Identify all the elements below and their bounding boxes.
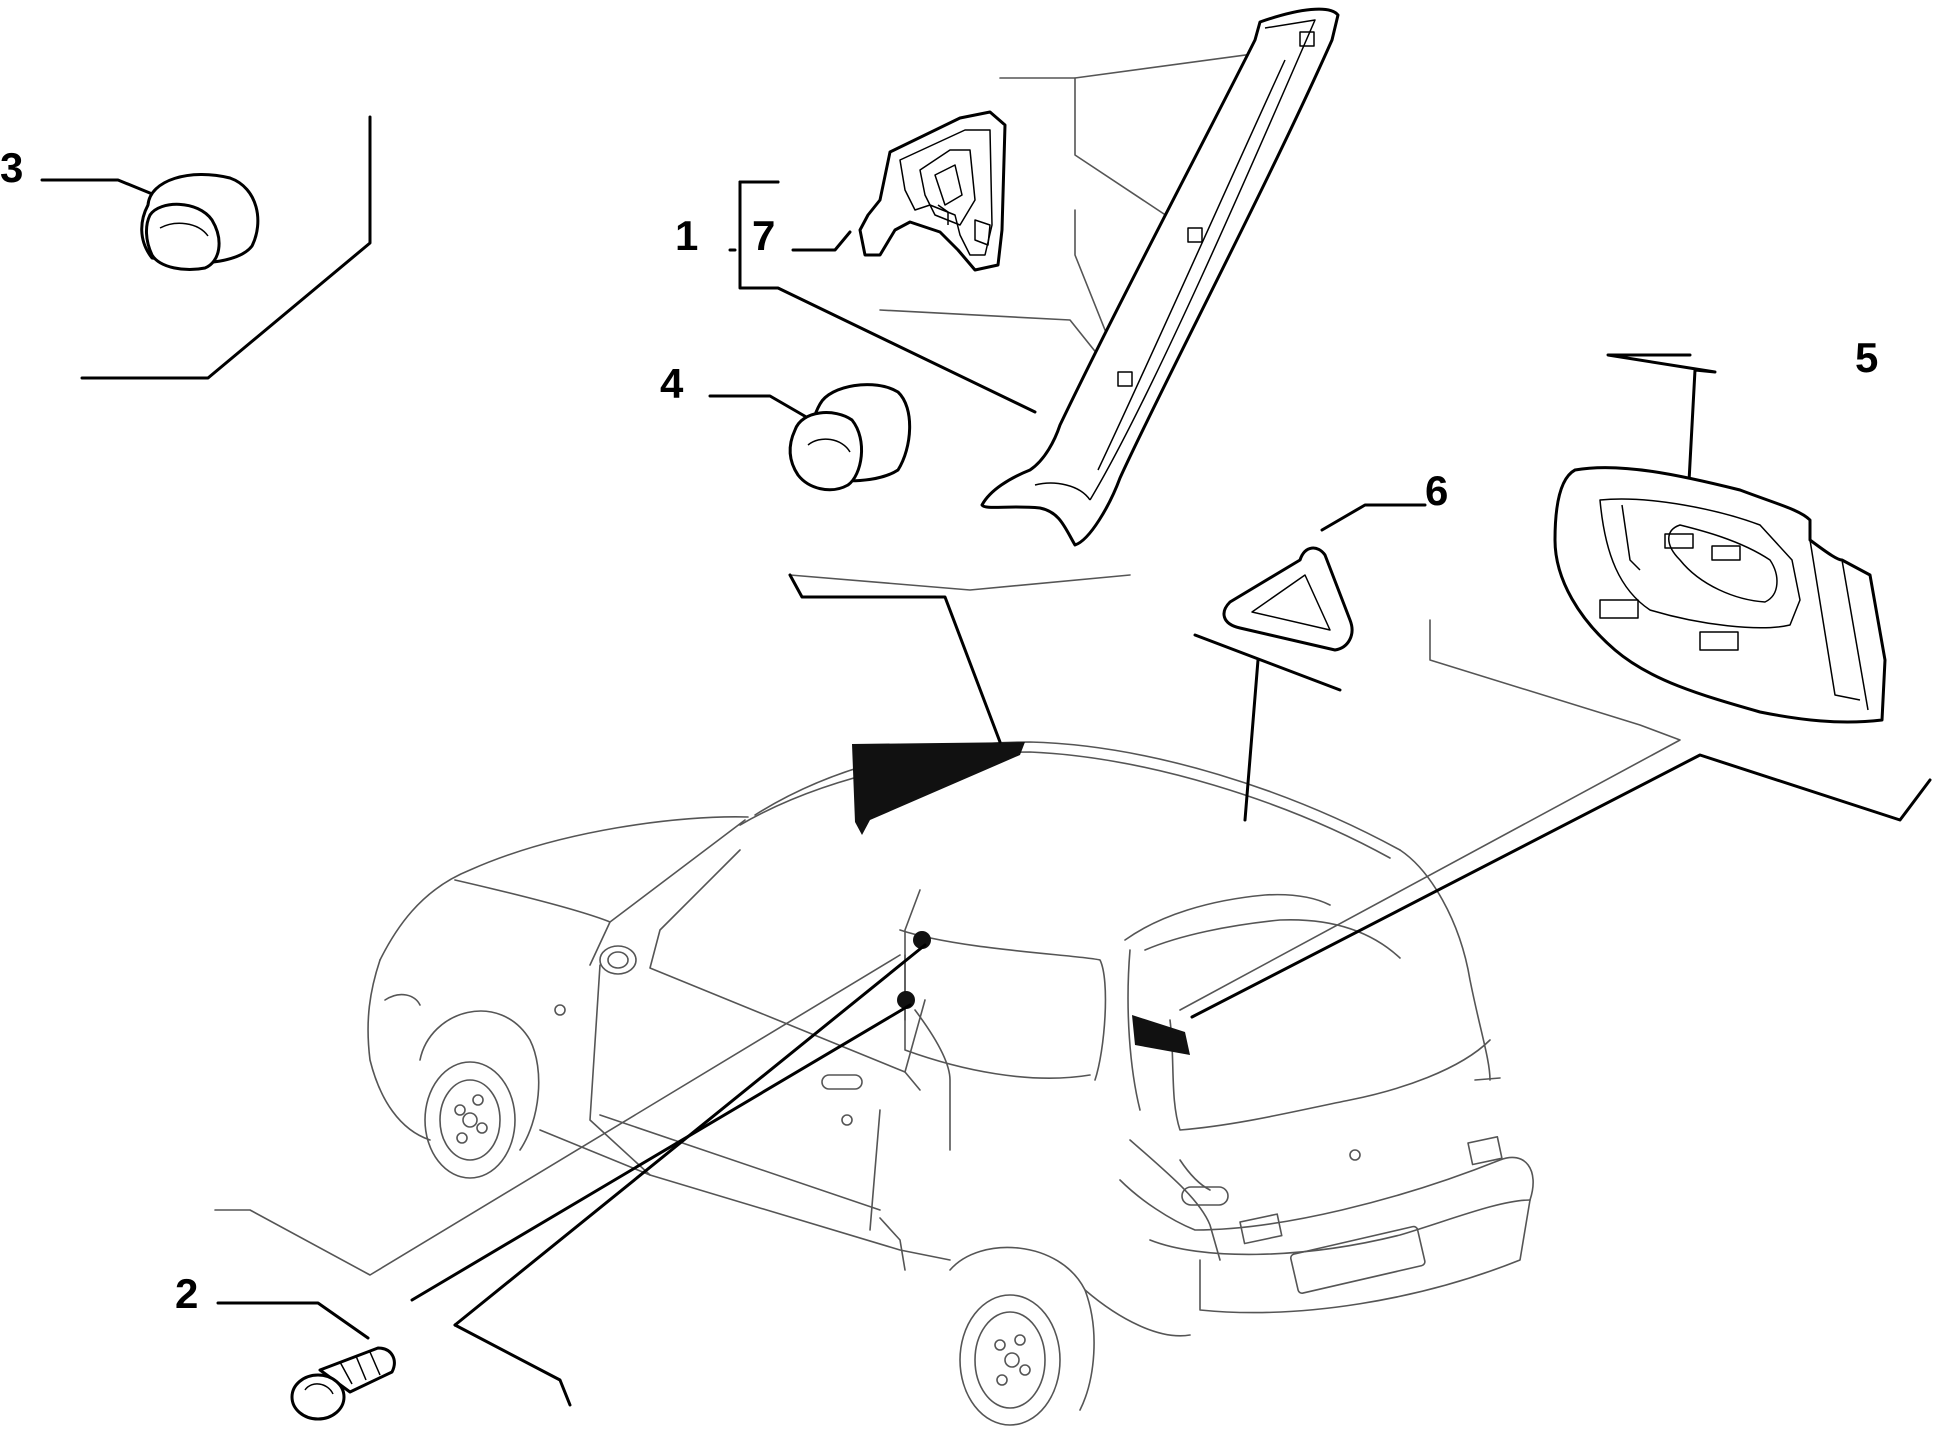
callout-4: 4 <box>660 360 684 407</box>
car-highlights <box>852 742 1190 1055</box>
plug-part-3 <box>40 173 260 271</box>
triangle-trim-part-6 <box>1222 503 1427 652</box>
bracket-part-7 <box>791 110 1007 272</box>
leader-lines <box>80 115 1932 1407</box>
pillar-trim-part-1 <box>728 7 1340 547</box>
rear-trim-part-5 <box>1553 353 1887 724</box>
callout-7: 7 <box>752 212 775 259</box>
callout-labels: 1 2 3 4 5 6 7 <box>0 144 1878 1317</box>
callout-3: 3 <box>0 144 23 191</box>
callout-2: 2 <box>175 1270 198 1317</box>
car-outline <box>367 741 1534 1426</box>
callout-6: 6 <box>1425 467 1448 514</box>
callout-1: 1 <box>675 212 698 259</box>
callout-5: 5 <box>1855 334 1878 381</box>
plug-part-4 <box>708 383 912 492</box>
screw-part-2 <box>216 1301 396 1421</box>
